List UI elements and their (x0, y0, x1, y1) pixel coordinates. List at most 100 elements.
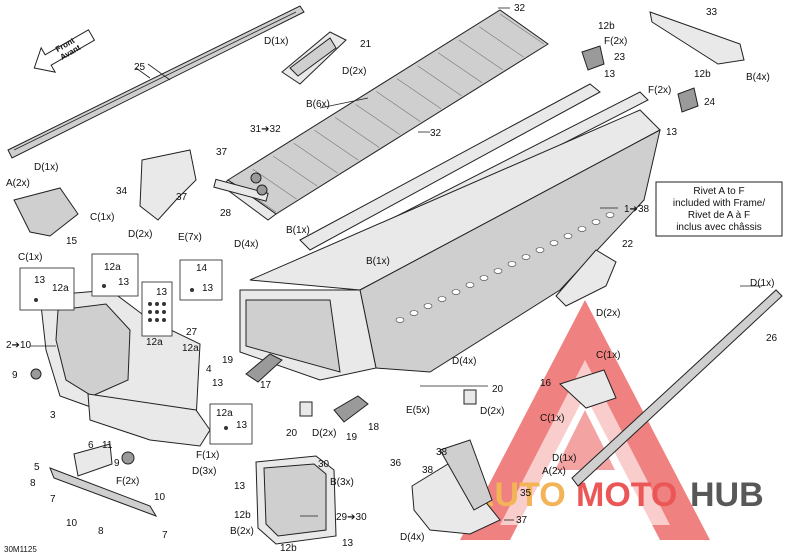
callout-d1x-4: D(1x) (552, 453, 576, 464)
callout-20: 20 (492, 384, 504, 395)
callout-22: 22 (622, 239, 634, 250)
callout-d4x: D(4x) (234, 239, 258, 250)
callout-13-5: 13 (342, 538, 354, 549)
note-line-3: Rivet de A à F (688, 210, 750, 221)
part-26-rail (571, 289, 783, 487)
callout-37-2: 37 (176, 192, 188, 203)
callout-labels: 32 12b 33 D(1x) 21 F(2x) 23 13 B(4x) 25 … (6, 3, 778, 554)
callout-d1x: D(1x) (264, 36, 288, 47)
callout-18: 18 (368, 422, 380, 433)
callout-3: 3 (50, 410, 56, 421)
callout-f2x-2: F(2x) (648, 85, 671, 96)
callout-32-2: 32 (430, 128, 442, 139)
callout-box5-12a: 12a (216, 408, 233, 419)
hardware-box-5 (209, 403, 253, 445)
callout-13: 13 (604, 69, 616, 80)
callout-b1x-2: B(1x) (366, 256, 390, 267)
callout-d4x-3: D(4x) (400, 532, 424, 543)
callout-box2-13: 13 (118, 277, 130, 288)
callout-b4x: B(4x) (746, 72, 770, 83)
part-28-bar (213, 172, 269, 202)
callout-33: 33 (706, 7, 718, 18)
callout-38: 38 (436, 447, 448, 458)
callout-27: 27 (186, 327, 198, 338)
callout-f2x: F(2x) (604, 36, 627, 47)
callout-f1x: F(1x) (196, 450, 219, 461)
watermark: AUTO MOTO HUB (460, 300, 764, 540)
callout-13-3: 13 (212, 378, 224, 389)
callout-c1x-3: C(1x) (596, 350, 620, 361)
callout-box4-13: 13 (156, 287, 168, 298)
callout-24: 24 (704, 97, 716, 108)
callout-box1-13: 13 (34, 275, 46, 286)
callout-12b: 12b (598, 21, 615, 32)
callout-9: 9 (12, 370, 18, 381)
hardware-box-1 (19, 267, 75, 311)
callout-f2x-3: F(2x) (116, 476, 139, 487)
callout-1-38: 1➔38 (624, 204, 650, 215)
callout-36: 36 (390, 458, 402, 469)
callout-d1x-2: D(1x) (34, 162, 58, 173)
callout-box4-12a: 12a (146, 337, 163, 348)
callout-b6x: B(6x) (306, 99, 330, 110)
part-23-clip (581, 45, 605, 71)
part-16-bracket (559, 369, 617, 409)
part-20-plates (299, 389, 477, 417)
rivet-note: Rivet A to F included with Frame/ Rivet … (655, 181, 783, 237)
callout-9-2: 9 (114, 458, 120, 469)
callout-d2x-4: D(2x) (480, 406, 504, 417)
callout-32: 32 (514, 3, 526, 14)
callout-c1x-2: C(1x) (18, 252, 42, 263)
callout-e7x: E(7x) (178, 232, 202, 243)
front-housing (30, 289, 211, 465)
part-15-mount (13, 187, 79, 237)
part-17-grip (245, 353, 283, 383)
part-29-cooler (255, 455, 337, 545)
callout-31-32: 31➔32 (250, 124, 281, 135)
callout-7-2: 7 (162, 530, 168, 541)
callout-37-3: 37 (516, 515, 528, 526)
callout-10-2: 10 (154, 492, 166, 503)
callout-19: 19 (222, 355, 234, 366)
callout-12b-2: 12b (694, 69, 711, 80)
part-24-clip (677, 87, 699, 113)
callout-d1x-3: D(1x) (750, 278, 774, 289)
callout-19-2: 19 (346, 432, 358, 443)
callout-26: 26 (766, 333, 778, 344)
callout-20-2: 20 (286, 428, 298, 439)
callout-d2x-3: D(2x) (596, 308, 620, 319)
note-line-1: Rivet A to F (693, 186, 744, 197)
callout-10: 10 (66, 518, 78, 529)
callout-29-30: 29➔30 (336, 512, 367, 523)
hardware-box-3 (179, 259, 223, 301)
callout-4: 4 (206, 364, 212, 375)
hardware-box-4 (141, 281, 173, 337)
leader-lines (30, 7, 762, 521)
hardware-box-2 (91, 253, 139, 297)
callout-7: 7 (50, 494, 56, 505)
callout-30: 30 (318, 459, 330, 470)
callout-2-10: 2➔10 (6, 340, 32, 351)
callout-8: 8 (30, 478, 36, 489)
callout-12a: 12a (182, 343, 199, 354)
callout-d2x: D(2x) (342, 66, 366, 77)
callout-25: 25 (134, 62, 146, 73)
callout-d2x-2: D(2x) (128, 229, 152, 240)
callout-11: 11 (102, 440, 113, 451)
part-5-skid (49, 443, 158, 517)
watermark-moto: MOTO (576, 476, 677, 514)
callout-38-2: 38 (422, 465, 434, 476)
diagram-code: 30M1125 (4, 545, 37, 554)
callout-d3x: D(3x) (192, 466, 216, 477)
callout-23: 23 (614, 52, 626, 63)
callout-c1x-4: C(1x) (540, 413, 564, 424)
callout-c1x: C(1x) (90, 212, 114, 223)
note-line-4: inclus avec châssis (676, 222, 762, 233)
callout-b1x: B(1x) (286, 225, 310, 236)
callout-34: 34 (116, 186, 128, 197)
callout-box1-12a: 12a (52, 283, 69, 294)
callout-16: 16 (540, 378, 552, 389)
callout-b2x: B(2x) (230, 526, 254, 537)
callout-d4x-2: D(4x) (452, 356, 476, 367)
